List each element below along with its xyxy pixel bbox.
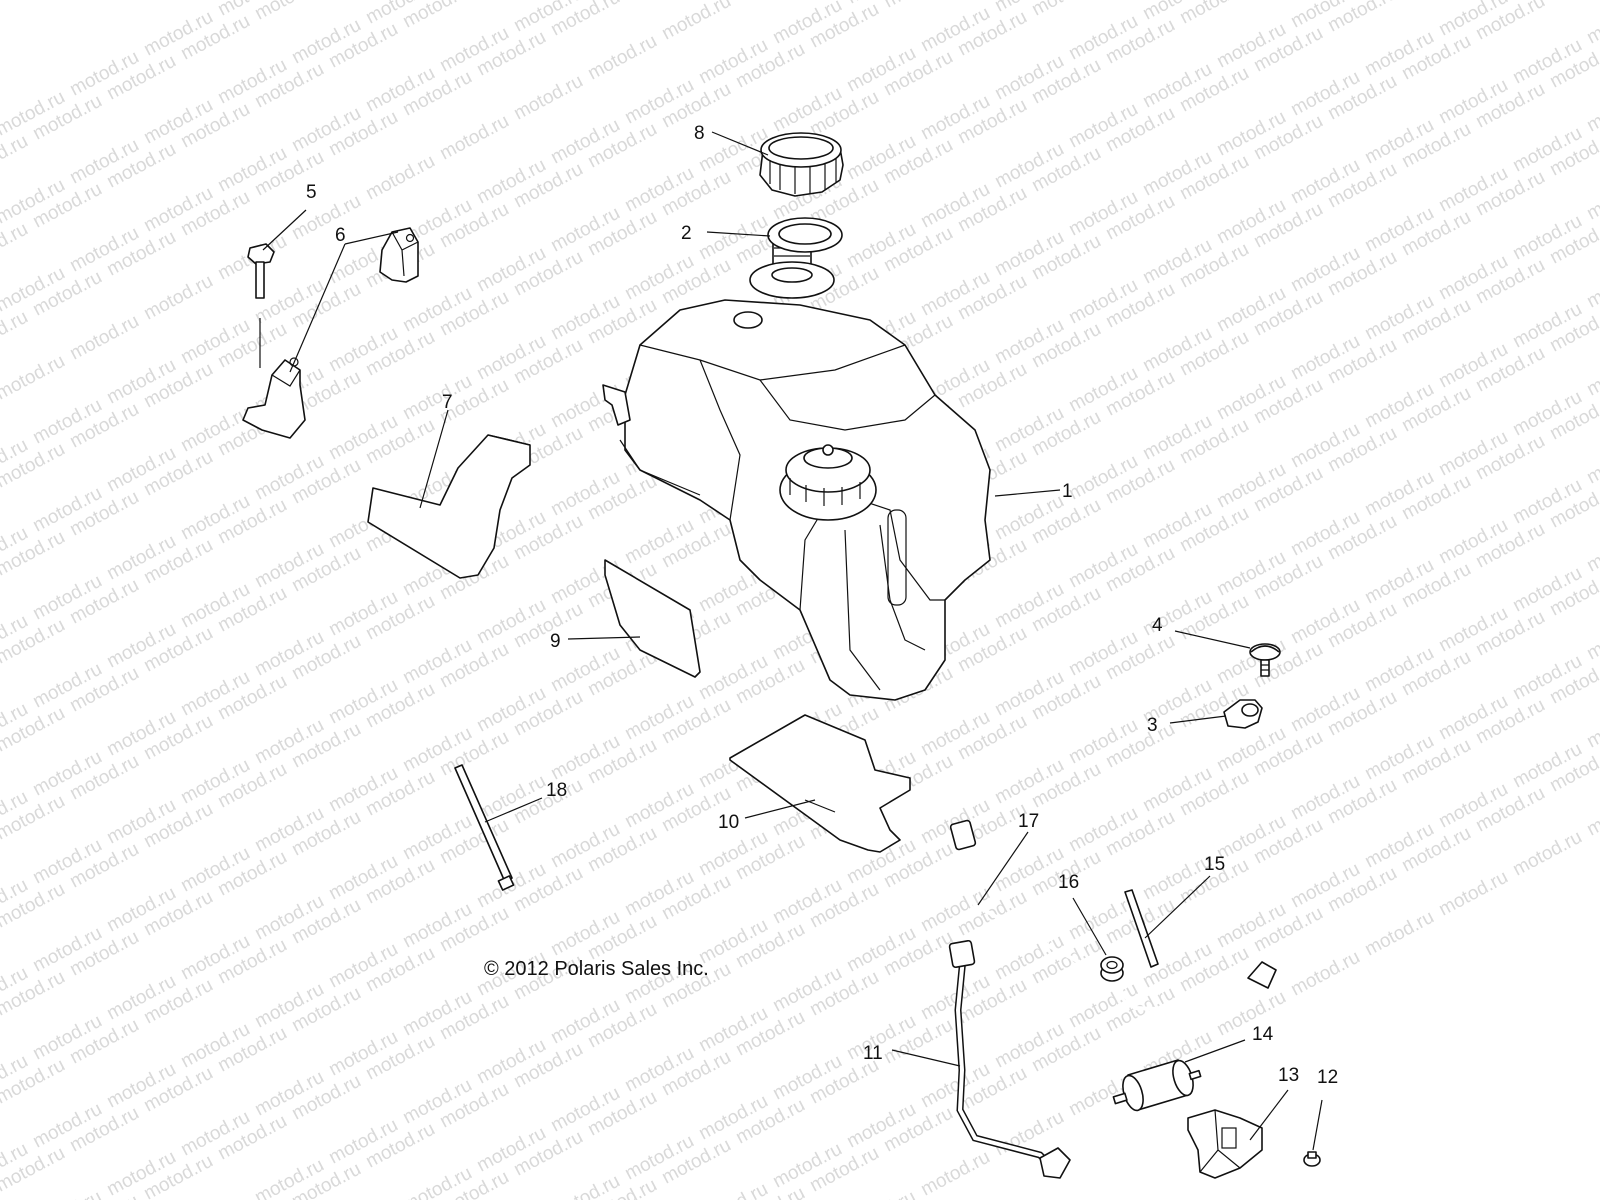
watermark-text: motod.ru — [843, 1187, 919, 1200]
callout-labels: 1 2 3 4 5 6 7 8 9 10 11 12 13 14 15 16 1… — [306, 123, 1338, 1088]
watermark-text: motod.ru — [0, 131, 32, 185]
watermark-text: motod.ru — [66, 311, 142, 365]
watermark-text: motod.ru — [140, 271, 216, 325]
callout-4: 4 — [1152, 615, 1163, 636]
watermark-text: motod.ru — [1546, 0, 1600, 4]
l-pad — [367, 434, 531, 579]
callout-12: 12 — [1317, 1067, 1338, 1088]
watermark-text: motod.ru — [251, 0, 327, 24]
callout-7: 7 — [442, 392, 453, 413]
callout-10: 10 — [718, 812, 739, 833]
fuel-tank — [602, 230, 991, 701]
callout-6: 6 — [335, 225, 346, 246]
bottom-pad — [729, 714, 911, 853]
hose-clip — [1223, 699, 1263, 729]
callout-16: 16 — [1058, 872, 1079, 893]
watermark-text: motod.ru — [1176, 0, 1252, 28]
watermark-text: motod.ru — [436, 111, 512, 165]
fuel-line-lower — [948, 939, 1071, 1179]
watermark-text: motod.ru — [732, 0, 808, 4]
screw — [1303, 1151, 1321, 1167]
callout-5: 5 — [306, 182, 317, 203]
callout-14: 14 — [1252, 1024, 1274, 1045]
callout-11: 11 — [863, 1043, 883, 1064]
watermark-text: motod.ru — [1583, 259, 1600, 313]
callout-9: 9 — [550, 631, 561, 652]
watermark-text: motod.ru — [362, 151, 438, 205]
watermark-text: motod.ru — [1287, 947, 1363, 1001]
watermark-text: motod.ru — [584, 31, 660, 85]
watermark-text: motod.ru — [0, 351, 69, 405]
copyright-notice: © 2012 Polaris Sales Inc. — [484, 958, 709, 980]
watermark-text: motod.ru — [1583, 699, 1600, 753]
watermark-text: motod.ru — [29, 1187, 105, 1200]
watermark-text: motod.ru — [695, 1179, 771, 1200]
watermark-text: motod.ru — [1583, 0, 1600, 48]
bolt — [247, 243, 275, 368]
grommet — [1100, 956, 1124, 982]
watermark-text: motod.ru — [510, 71, 586, 125]
watermark-text: motod.ru — [1509, 827, 1585, 881]
callout-3: 3 — [1147, 715, 1158, 736]
watermark-text: motod.ru — [1028, 0, 1104, 20]
watermark-text: motod.ru — [1583, 171, 1600, 225]
watermark-text: motod.ru — [0, 219, 32, 273]
watermark-text: motod.ru — [1583, 347, 1600, 401]
watermark-text: motod.ru — [1435, 867, 1511, 921]
watermark-text: motod.ru — [1583, 83, 1600, 137]
cap-gasket — [767, 217, 843, 253]
watermark-text: motod.ru — [1583, 787, 1600, 841]
callout-13: 13 — [1278, 1065, 1299, 1086]
cable-tie-short — [1124, 889, 1159, 968]
push-rivet — [1249, 643, 1281, 677]
mount-bracket — [242, 227, 419, 439]
watermark-text: motod.ru — [1361, 907, 1437, 961]
watermark-text: motod.ru — [880, 0, 956, 12]
watermark-text: motod.ru — [658, 0, 734, 44]
callout-8: 8 — [694, 123, 705, 144]
callout-1: 1 — [1062, 481, 1073, 502]
callout-15: 15 — [1204, 854, 1225, 875]
filter-bracket — [1187, 1109, 1263, 1179]
fuel-filter — [1112, 1059, 1202, 1112]
callout-18: 18 — [546, 780, 567, 801]
side-pad — [604, 559, 701, 678]
cable-tie-long — [454, 764, 515, 891]
watermark-text: motod.ru — [288, 191, 364, 245]
watermark-text: motod.ru — [0, 307, 32, 361]
callout-17: 17 — [1018, 811, 1039, 832]
watermark-text: motod.ru — [1583, 523, 1600, 577]
callout-2: 2 — [681, 223, 692, 244]
watermark-text: motod.ru — [1583, 435, 1600, 489]
fuel-cap — [759, 132, 844, 197]
watermark-text: motod.ru — [1583, 611, 1600, 665]
watermark-text: motod.ru — [917, 1147, 993, 1200]
